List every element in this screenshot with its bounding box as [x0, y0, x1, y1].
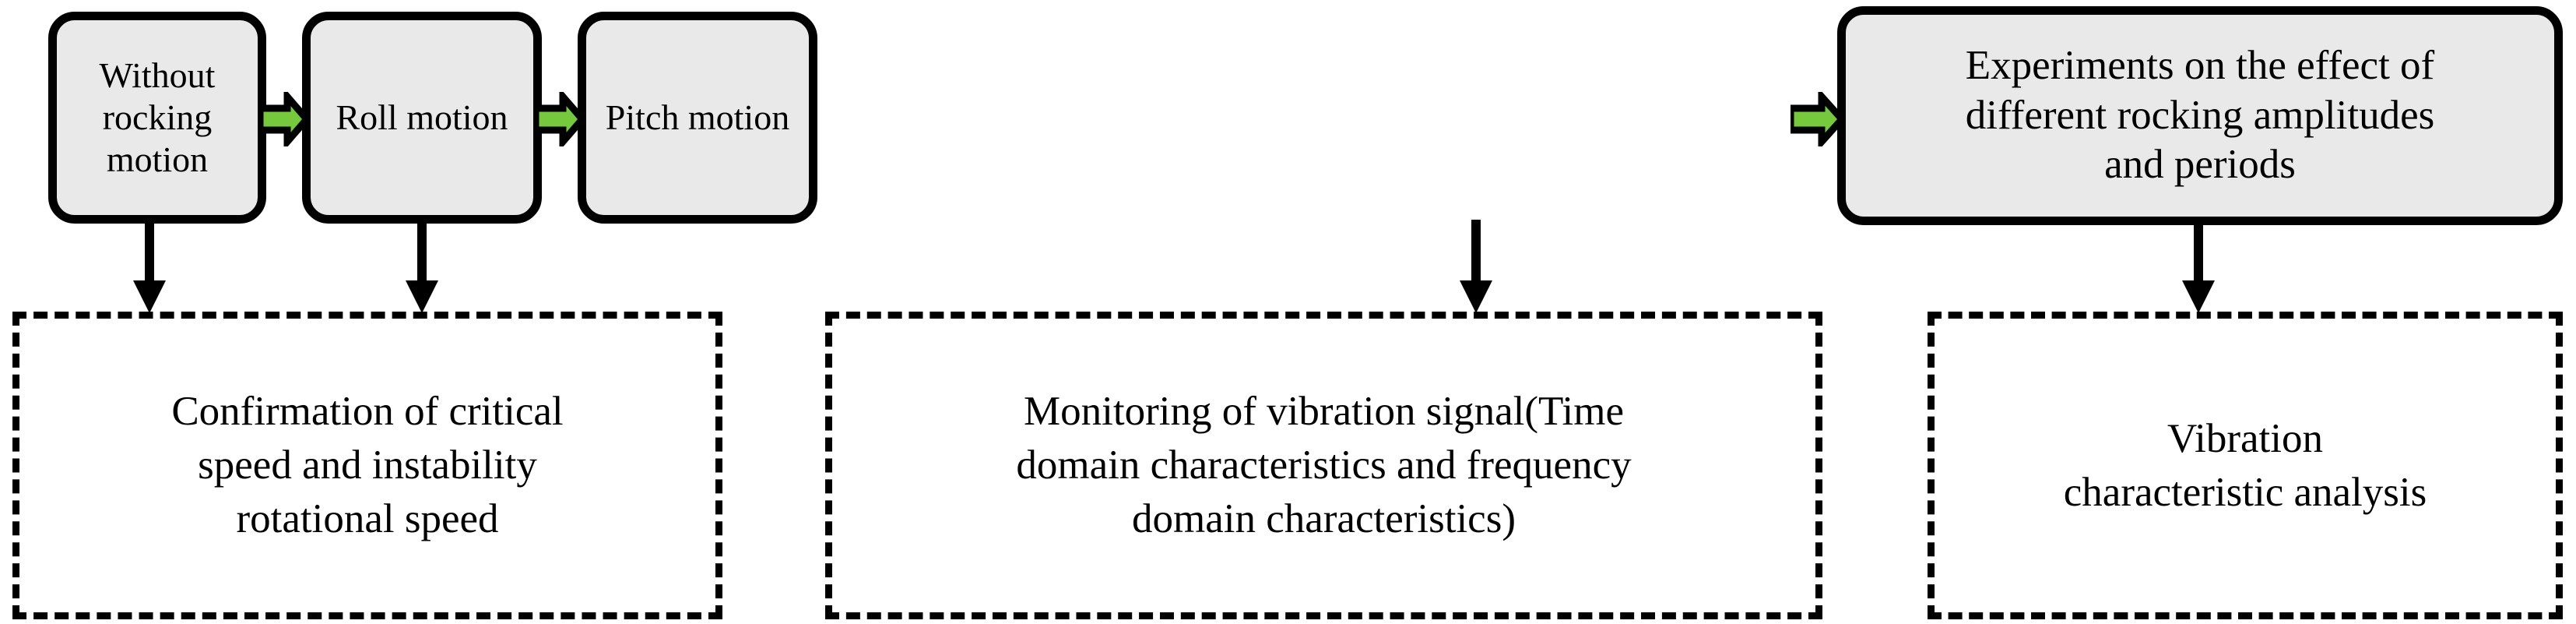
down-arrow-icon: [133, 220, 166, 313]
right-arrow-icon: [536, 92, 584, 146]
down-arrow-icon: [406, 220, 438, 313]
right-arrow-icon: [260, 92, 308, 146]
process-box-label: Pitch motion: [605, 97, 790, 137]
process-box-roll-motion[interactable]: Roll motion: [302, 12, 542, 224]
right-arrow-icon: [1791, 92, 1843, 146]
process-box-label: Roll motion: [336, 97, 508, 137]
process-box-pitch-motion[interactable]: Pitch motion: [578, 12, 817, 224]
down-arrow-icon: [2182, 217, 2215, 313]
down-arrow-icon: [1460, 220, 1492, 313]
